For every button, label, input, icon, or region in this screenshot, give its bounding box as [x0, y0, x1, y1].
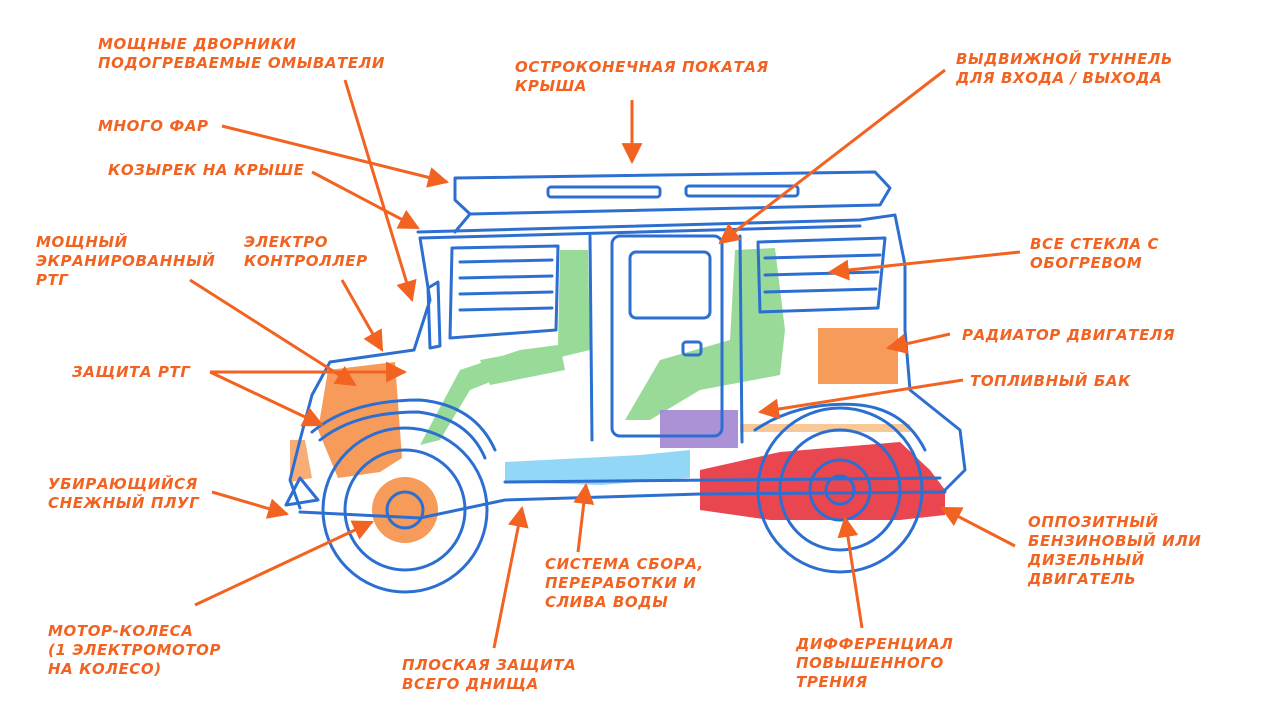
arrow-rtg [189, 278, 357, 387]
label-wipers: МОЩНЫЕ ДВОРНИКИ ПОДОГРЕВАЕМЫЕ ОМЫВАТЕЛИ [98, 35, 385, 72]
label-snowplow: УБИРАЮЩИЙСЯ СНЕЖНЫЙ ПЛУГ [48, 475, 200, 512]
arrow-controller [340, 279, 384, 352]
component-fills [290, 248, 945, 543]
drive-shaft [740, 424, 910, 432]
vehicle-sketch [284, 170, 967, 594]
snowplow [284, 476, 320, 507]
door-handle [681, 340, 703, 357]
rear-wheel [756, 406, 924, 574]
roof-slot-1 [546, 185, 662, 199]
label-radiator: РАДИАТОР ДВИГАТЕЛЯ [962, 326, 1176, 344]
arrow-fuel-tank [757, 378, 964, 420]
roof-slot-2 [684, 184, 800, 198]
label-water: СИСТЕМА СБОРА, ПЕРЕРАБОТКИ И СЛИВА ВОДЫ [545, 555, 704, 611]
arrow-heated-glass [827, 250, 1021, 281]
label-tunnel: ВЫДВИЖНОЙ ТУННЕЛЬ ДЛЯ ВХОДА / ВЫХОДА [956, 50, 1174, 87]
label-underbody: ПЛОСКАЯ ЗАЩИТА ВСЕГО ДНИЩА [402, 656, 577, 693]
label-heated-glass: ВСЕ СТЕКЛА С ОБОГРЕВОМ [1030, 235, 1160, 272]
arrow-wheel-motors [194, 520, 374, 607]
label-fuel-tank: ТОПЛИВНЫЙ БАК [970, 372, 1131, 390]
side-door [610, 234, 724, 438]
driver-figure [420, 250, 590, 445]
arrow-rtg-protection-2 [209, 370, 324, 427]
label-roof: ОСТРОКОНЕЧНАЯ ПОКАТАЯ КРЫША [515, 58, 769, 95]
front-fender [310, 398, 497, 452]
callout-arrows [189, 68, 1021, 649]
front-windshield [448, 244, 560, 340]
label-visor: КОЗЫРЕК НА КРЫШЕ [108, 161, 305, 179]
arrow-underbody [492, 505, 529, 649]
rear-fender [753, 402, 927, 452]
arrow-radiator [885, 332, 951, 355]
roof-pod [453, 170, 892, 216]
label-wheel-motors: МОТОР-КОЛЕСА (1 ЭЛЕКТРОМОТОР НА КОЛЕСО) [48, 622, 222, 678]
radiator-block [818, 328, 898, 384]
label-differential: ДИФФЕРЕНЦИАЛ ПОВЫШЕННОГО ТРЕНИЯ [796, 635, 954, 691]
arrow-water [573, 482, 595, 553]
label-rtg: МОЩНЫЙ ЭКРАНИРОВАННЫЙ РТГ [36, 233, 216, 289]
passenger-figure [625, 248, 785, 420]
arrow-visor [311, 170, 420, 230]
label-rtg-protection: ЗАЩИТА РТГ [72, 363, 191, 381]
front-wheel-motor [372, 477, 438, 543]
arrow-tunnel [718, 68, 946, 245]
underbody-line [298, 490, 947, 520]
arrow-differential [837, 515, 864, 629]
side-mirror [426, 280, 442, 350]
arrow-headlights [221, 124, 450, 188]
label-engine: ОППОЗИТНЫЙ БЕНЗИНОВЫЙ ИЛИ ДИЗЕЛЬНЫЙ ДВИГ… [1028, 513, 1202, 588]
roof-line [416, 213, 907, 332]
front-wheel [321, 426, 489, 594]
arrow-wipers [343, 79, 417, 303]
label-controller: ЭЛЕКТРО КОНТРОЛЛЕР [244, 233, 368, 270]
arrow-snowplow [211, 490, 290, 519]
label-headlights: МНОГО ФАР [98, 117, 209, 135]
fuel-tank-block [660, 410, 738, 448]
water-system-block [505, 450, 690, 485]
arrow-engine [940, 506, 1016, 548]
rear-window [756, 236, 887, 314]
rtg-shield [290, 440, 312, 482]
engine-block [700, 442, 945, 520]
